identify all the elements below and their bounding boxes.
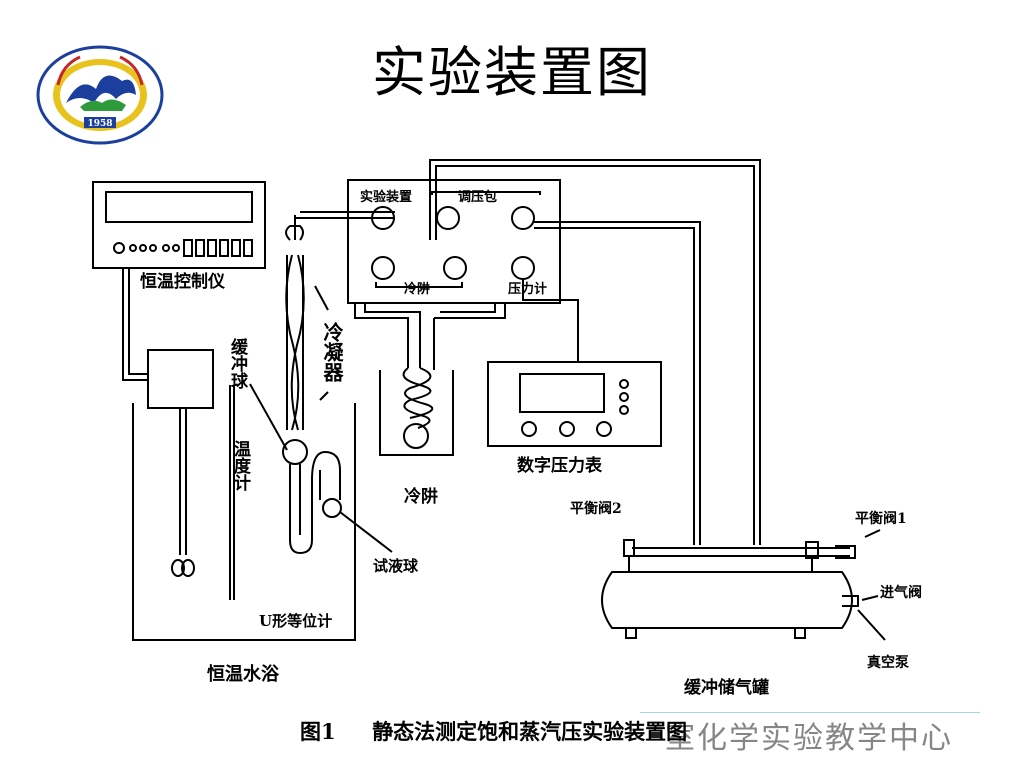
label-valve-2: 平衡阀2 [570,500,622,517]
label-digital-gauge: 数字压力表 [517,455,603,476]
university-logo: 1958 [36,45,164,145]
label-u-manometer: U形等位计 [259,612,332,630]
caption-text: 静态法测定饱和蒸汽压实验装置图 [372,719,688,744]
pressure-pack-port-2 [511,206,535,230]
label-inlet-valve: 进气阀 [880,584,922,601]
label-buffer-tank: 缓冲储气罐 [684,677,769,698]
stirrer [171,559,185,577]
gauge-display [519,373,605,413]
label-buffer-bulb: 缓冲球 [227,337,248,390]
watermark: 室化学实验教学中心 [665,721,953,756]
controller-display [105,191,253,223]
heater-box [147,349,214,409]
divider-line [640,712,980,713]
caption-prefix: 图1 [300,719,336,744]
water-bath [132,403,356,641]
buffer-bulb [282,439,308,465]
label-cold-trap: 冷阱 [404,486,438,507]
digital-pressure-gauge [487,361,662,447]
cold-trap-port-2 [443,256,467,280]
label-water-bath: 恒温水浴 [207,663,280,685]
label-controller: 恒温控制仪 [140,271,226,292]
cold-trap-beaker [379,370,454,456]
figure-caption: 图1 静态法测定饱和蒸汽压实验装置图 [300,716,687,746]
label-thermometer: 温度计 [230,440,251,492]
apparatus-port [371,206,395,230]
logo-year: 1958 [87,119,112,129]
label-apparatus: 实验装置 [360,189,412,205]
temperature-controller [92,181,266,269]
label-cold-trap-box: 冷阱 [404,281,430,297]
label-pressure-meter: 压力计 [508,281,547,297]
pressure-pack-port-1 [436,206,460,230]
valve-box [347,179,561,304]
label-condenser: 冷凝器 [320,321,344,383]
cold-trap-port-1 [371,256,395,280]
label-valve-1: 平衡阀1 [855,510,907,527]
label-pressure-pack: 调压包 [458,189,497,205]
cold-trap-flask [403,423,429,449]
page-title: 实验装置图 [372,41,652,104]
test-liquid-bulb [322,498,342,518]
pressure-meter-port [511,256,535,280]
inlet-valve [842,595,859,607]
label-vacuum-pump: 真空泵 [867,654,909,671]
buffer-tank [601,571,853,629]
label-test-bulb: 试液球 [373,557,419,575]
controller-knob [113,242,125,254]
